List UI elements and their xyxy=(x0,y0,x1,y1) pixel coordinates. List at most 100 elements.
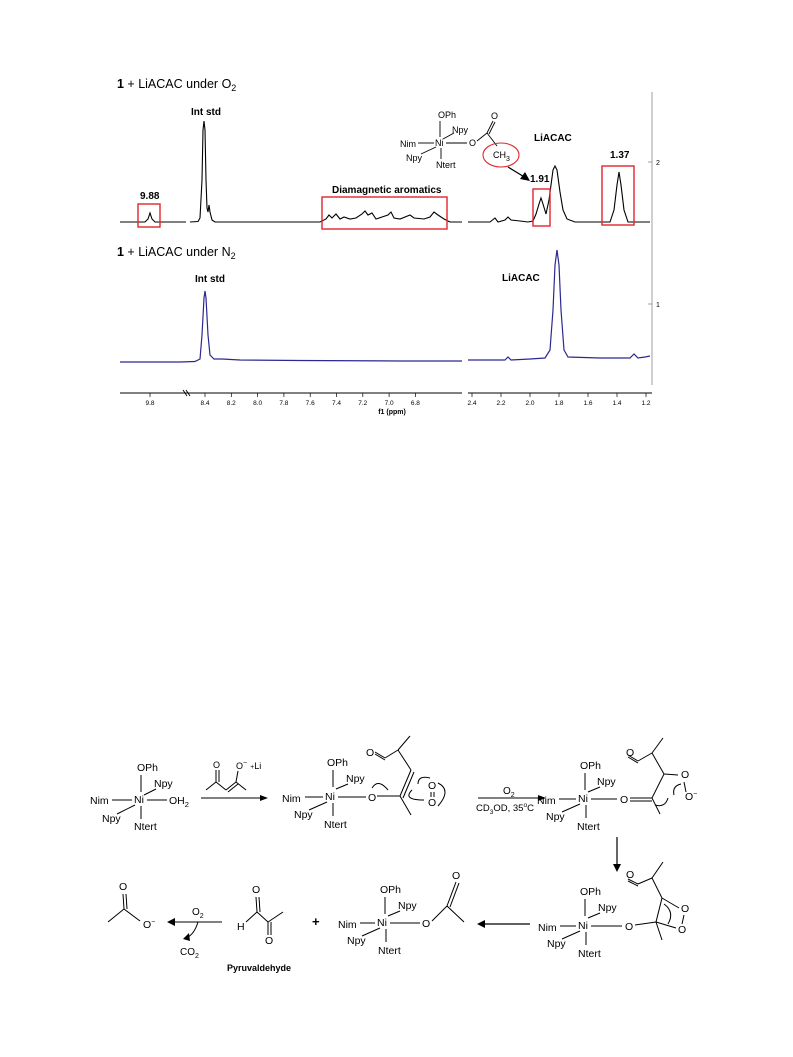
product-ni-acetate: OPh Npy Nim Ni O Npy Ntert O xyxy=(338,870,465,957)
x-axis-label: f1 (ppm) xyxy=(378,409,406,416)
svg-text:Nim: Nim xyxy=(282,793,301,805)
svg-text:Ntert: Ntert xyxy=(577,821,600,833)
oxidation-arrow: O2 CO2 xyxy=(167,907,222,960)
svg-text:OPh: OPh xyxy=(580,760,601,772)
svg-text:CO2: CO2 xyxy=(180,947,199,960)
inset-npy-bottom: Npy xyxy=(406,153,423,163)
svg-text:Ntert: Ntert xyxy=(378,945,401,957)
svg-text:Npy: Npy xyxy=(398,900,417,912)
svg-text:Ni: Ni xyxy=(325,791,335,803)
svg-text:O: O xyxy=(620,794,628,806)
svg-text:O: O xyxy=(368,792,376,804)
inset-arrow xyxy=(507,166,530,181)
svg-text:O: O xyxy=(625,921,633,933)
svg-text:O−: O− xyxy=(143,919,155,931)
highlight-boxes xyxy=(137,165,635,230)
svg-text:Npy: Npy xyxy=(597,776,616,788)
svg-text:OH2: OH2 xyxy=(169,795,189,809)
svg-text:O−+Li: O−+Li xyxy=(236,760,261,771)
svg-text:O: O xyxy=(428,797,436,809)
svg-text:O: O xyxy=(678,924,686,936)
x-tick-label: 1.6 xyxy=(583,400,592,407)
svg-text:Nim: Nim xyxy=(537,795,556,807)
svg-text:O: O xyxy=(626,869,634,881)
svg-text:Ni: Ni xyxy=(578,920,588,932)
svg-text:Ntert: Ntert xyxy=(578,948,601,960)
spectrum-n2-trace xyxy=(120,249,651,363)
x-tick-label: 2.4 xyxy=(467,400,476,407)
svg-text:Npy: Npy xyxy=(102,813,121,825)
x-tick-label: 9.8 xyxy=(145,400,154,407)
svg-text:O: O xyxy=(626,747,634,759)
reaction-arrow-2: O2 CD3OD, 35oC xyxy=(476,786,546,816)
x-tick-label: 7.0 xyxy=(385,400,394,407)
svg-text:O: O xyxy=(366,747,374,759)
highlight-box-137 xyxy=(601,165,635,226)
svg-text:Ntert: Ntert xyxy=(324,819,347,831)
label-int-std-o2: Int std xyxy=(191,107,221,118)
svg-text:Npy: Npy xyxy=(598,902,617,914)
svg-text:Ni: Ni xyxy=(134,794,144,806)
ch3-highlight-circle xyxy=(482,142,520,168)
x-tick-label: 7.6 xyxy=(306,400,315,407)
svg-text:O: O xyxy=(428,780,436,792)
svg-text:O: O xyxy=(422,918,430,930)
x-tick-label: 7.8 xyxy=(279,400,288,407)
label-int-std-n2: Int std xyxy=(195,274,225,285)
svg-text:Npy: Npy xyxy=(154,778,173,790)
inset-structure: OPh Npy Nim Ni O Npy Ntert CH3 O xyxy=(400,110,530,181)
spectrum-n2-title: 1 + LiACAC under N2 xyxy=(117,245,236,261)
label-liacac-o2: LiACAC xyxy=(534,133,572,144)
reaction-scheme: OPh Npy Nim Ni OH2 Npy Ntert xyxy=(90,735,697,973)
svg-text:O: O xyxy=(119,881,127,893)
svg-text:Ni: Ni xyxy=(377,917,387,929)
inset-o: O xyxy=(469,138,476,148)
label-peak-137: 1.37 xyxy=(610,150,630,161)
svg-text:O: O xyxy=(681,769,689,781)
complex-aqua: OPh Npy Nim Ni OH2 Npy Ntert xyxy=(90,762,189,833)
x-tick-label: 1.2 xyxy=(641,400,650,407)
condition-solvent: CD3OD, 35oC xyxy=(476,802,534,816)
svg-text:Npy: Npy xyxy=(294,809,313,821)
x-tick-label: 2.0 xyxy=(525,400,534,407)
x-tick-label: 8.0 xyxy=(253,400,262,407)
product-acetate: O O− xyxy=(107,881,155,931)
complex-dioxetane: OPh Npy Nim Ni O Npy Ntert O O O xyxy=(538,861,689,960)
inset-ni: Ni xyxy=(435,138,444,148)
svg-text:OPh: OPh xyxy=(137,762,158,774)
x-tick-label: 7.4 xyxy=(332,400,341,407)
svg-text:O: O xyxy=(681,903,689,915)
reagent-acac: O O−+Li xyxy=(205,760,261,793)
product-pyruvaldehyde: O O H Pyruvaldehyde xyxy=(227,884,291,973)
x-tick-label: 1.4 xyxy=(612,400,621,407)
svg-text:Nim: Nim xyxy=(90,795,109,807)
svg-text:Nim: Nim xyxy=(338,919,357,931)
x-tick-label: 8.2 xyxy=(227,400,236,407)
x-tick-label: 1.8 xyxy=(554,400,563,407)
svg-text:Npy: Npy xyxy=(347,935,366,947)
pyruvaldehyde-label: Pyruvaldehyde xyxy=(227,963,291,973)
svg-text:Npy: Npy xyxy=(547,938,566,950)
reaction-arrow-3 xyxy=(613,837,621,872)
inset-oph: OPh xyxy=(438,110,456,120)
svg-text:O2: O2 xyxy=(192,907,204,920)
svg-text:Npy: Npy xyxy=(346,773,365,785)
svg-text:Ntert: Ntert xyxy=(134,821,157,833)
svg-text:OPh: OPh xyxy=(380,884,401,896)
svg-text:OPh: OPh xyxy=(580,886,601,898)
highlight-box-988 xyxy=(137,203,161,228)
svg-text:O: O xyxy=(252,884,260,896)
scale-label-2: 2 xyxy=(656,160,660,167)
scale-label-1: 1 xyxy=(656,302,660,309)
x-tick-label: 8.4 xyxy=(200,400,209,407)
inset-npy-top: Npy xyxy=(452,125,469,135)
svg-text:Npy: Npy xyxy=(546,811,565,823)
inset-ch3: CH3 xyxy=(493,150,510,163)
x-tick-label: 6.8 xyxy=(411,400,420,407)
svg-text:O−: O− xyxy=(685,791,697,803)
nmr-panel: 1 + LiACAC under O2 Int std 9.88 Diamagn… xyxy=(117,77,660,416)
inset-ntert: Ntert xyxy=(436,160,456,170)
svg-text:O: O xyxy=(265,935,273,947)
